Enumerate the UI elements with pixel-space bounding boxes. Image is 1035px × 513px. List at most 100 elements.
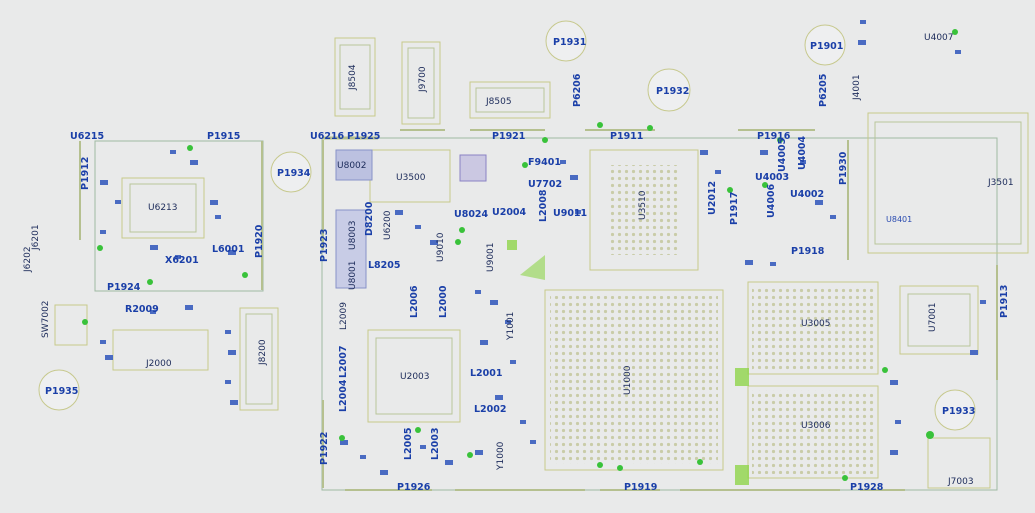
label-j8504: J8504 [348,64,358,91]
label-l2001: L2001 [470,368,503,379]
label-u9010: U9010 [436,232,446,262]
label-j7003: J7003 [947,477,974,487]
label-j6202: J6202 [23,246,33,273]
label-u7702: U7702 [528,179,562,190]
label-u9001: U9001 [486,243,496,273]
label-u4006: U4006 [766,183,777,218]
label-p1920: P1920 [254,224,265,258]
label-y1000: Y1000 [496,441,506,471]
label-u6215: U6215 [70,131,104,142]
label-u3510: U3510 [638,190,648,220]
label-y1001: Y1001 [506,312,516,341]
label-p1932: P1932 [656,86,689,97]
chip-u3005-balls [752,286,874,370]
green-pad-3 [520,255,545,280]
label-p1913: P1913 [999,285,1010,318]
chip-u1000-balls [550,296,718,464]
connector-j9700-inner [407,47,435,119]
chip-u6213-inner [129,183,197,233]
green-markers [82,29,958,481]
chip-u3006 [747,385,879,479]
label-d8200: D8200 [364,201,375,236]
label-l6001: L6001 [212,244,245,255]
label-p1901: P1901 [810,41,843,52]
testpoint-p1933 [934,389,976,431]
label-u3500: U3500 [396,173,426,183]
connector-j9700 [401,41,441,125]
sim-tray-j3501 [867,112,1029,254]
label-p1933: P1933 [942,406,975,417]
label-p1918: P1918 [791,246,825,257]
green-pad-4 [507,240,517,250]
label-p1935: P1935 [45,386,78,397]
label-l2003: L2003 [430,428,441,461]
testpoint-p1935 [38,369,80,411]
label-l2005: L2005 [403,428,414,461]
label-j8505: J8505 [485,97,512,107]
connector-j8504-inner [339,44,371,110]
label-u6213: U6213 [148,203,178,213]
testpoint-p1931 [545,20,587,62]
label-p1930: P1930 [838,151,849,185]
label-u3006: U3006 [801,421,831,431]
component-labels: U6215 P1915 U6216 P1925 P1921 P1911 P191… [23,33,1014,493]
chip-u8080 [459,154,487,182]
label-p1925: P1925 [347,131,380,142]
green-pad-2 [735,465,749,485]
label-p1923: P1923 [319,229,330,262]
label-u3005: U3005 [801,319,831,329]
label-u4004: U4004 [797,135,808,170]
connector-j8505-inner [475,87,545,113]
label-l2007: L2007 [338,346,349,379]
testpoint-p1901 [804,24,846,66]
label-u7001: U7001 [928,303,938,333]
label-x6201: X6201 [165,255,199,266]
label-l2000: L2000 [438,285,449,318]
connector-j8200 [239,307,279,411]
label-u4005: U4005 [777,138,788,172]
chip-u2003 [367,329,461,423]
chip-u8002 [335,149,373,181]
chip-u3510 [589,149,699,271]
label-p1926: P1926 [397,482,431,493]
label-p1931: P1931 [553,37,586,48]
chip-u8001 [335,209,367,289]
label-p1911: P1911 [610,131,643,142]
label-u2003: U2003 [400,372,430,382]
label-l2002: L2002 [474,404,507,415]
label-j2000: J2000 [145,359,172,369]
label-p1915: P1915 [207,131,240,142]
chip-u6213 [121,177,205,239]
label-u4002: U4002 [790,189,824,200]
label-p6206: P6206 [572,73,583,107]
label-p1921: P1921 [492,131,525,142]
chip-u2003-inner [375,337,453,415]
chip-u7001-inner [907,293,971,347]
label-j6201: J6201 [31,224,41,251]
connector-j2000 [112,329,209,371]
label-u6200: U6200 [383,210,393,240]
label-f9401: F9401 [528,157,561,168]
small-components [100,20,986,475]
switch-sw7002 [54,304,88,346]
label-p1916: P1916 [757,131,791,142]
sim-tray-inner [874,121,1022,245]
label-u8003: U8003 [348,221,358,251]
label-u4003: U4003 [755,172,789,183]
label-p1934: P1934 [277,168,311,179]
chip-u7001 [899,285,979,355]
label-p1919: P1919 [624,482,657,493]
label-u8401: U8401 [886,215,912,224]
label-u9011: U9011 [553,208,587,219]
chip-u3005 [747,281,879,375]
connector-j8504 [334,37,376,117]
chip-u3510-balls [608,165,680,255]
label-p1924: P1924 [107,282,141,293]
label-u2012: U2012 [707,181,718,215]
label-l2006: L2006 [409,285,420,318]
label-u8001: U8001 [348,261,358,291]
label-p1922: P1922 [319,432,330,465]
label-j3501: J3501 [987,178,1014,188]
